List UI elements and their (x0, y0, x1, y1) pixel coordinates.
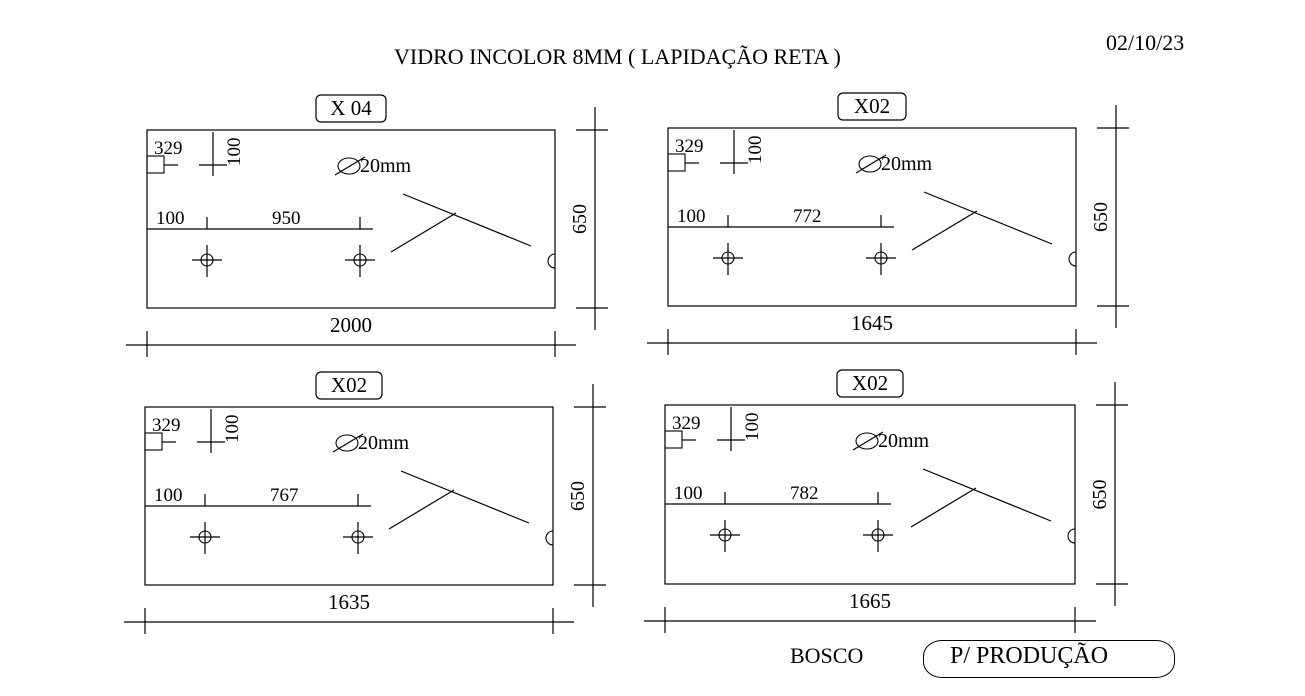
width-label: 1665 (849, 589, 891, 613)
glass-panel-outline (144, 406, 554, 586)
angled-line (922, 468, 1052, 522)
glass-piece-1: X 04 329 100 20mm 100 950 650 2000 (126, 94, 608, 357)
diameter-symbol (335, 434, 359, 452)
drawing-title: VIDRO INCOLOR 8MM ( LAPIDAÇÃO RETA ) (394, 44, 841, 69)
hole-marker (190, 522, 220, 554)
top-offset-label: 100 (742, 413, 763, 442)
glass-panel-outline (667, 127, 1077, 307)
edge-notch (1068, 251, 1077, 267)
quantity-label: X02 (331, 373, 367, 397)
quantity-badge (837, 92, 907, 121)
angled-line (400, 470, 530, 524)
hole-edge-distance-label: 100 (674, 483, 703, 504)
edge-notch (547, 253, 556, 269)
height-label: 650 (1089, 480, 1111, 510)
angled-line (910, 487, 977, 528)
top-offset-label: 100 (745, 136, 766, 165)
quantity-badge (315, 371, 383, 400)
diameter-symbol (855, 432, 879, 450)
status-label: P/ PRODUÇÃO (950, 643, 1109, 669)
angled-line (390, 212, 457, 253)
corner-offset-label: 329 (154, 138, 183, 159)
glass-piece-4: X02 329 100 20mm 100 782 650 1665 (644, 369, 1128, 633)
glass-piece-3: X02 329 100 20mm 100 767 650 1635 (124, 371, 606, 634)
hole-spacing-label: 772 (793, 206, 822, 227)
diameter-symbol-slash (855, 154, 887, 174)
hole-marker (713, 243, 743, 275)
quantity-label: X02 (852, 371, 888, 395)
diameter-symbol-slash (332, 433, 364, 453)
hole-marker (863, 520, 893, 552)
angled-line (911, 210, 978, 251)
client-name: BOSCO (790, 643, 864, 668)
hole-marker (345, 245, 375, 277)
hole-marker (343, 522, 373, 554)
hole-spacing-label: 950 (272, 208, 301, 229)
edge-notch (545, 530, 554, 546)
angled-line (923, 191, 1053, 245)
diameter-symbol (337, 157, 361, 175)
width-label: 1645 (851, 311, 893, 335)
corner-offset-label: 329 (672, 413, 701, 434)
glass-panel-outline (664, 404, 1076, 585)
quantity-badge (836, 369, 904, 398)
status-badge (923, 640, 1175, 678)
hole-marker (866, 243, 896, 275)
top-offset-label: 100 (222, 415, 243, 444)
glass-panel-outline (146, 129, 556, 309)
hole-edge-distance-label: 100 (156, 208, 185, 229)
hole-spacing-label: 767 (270, 485, 299, 506)
corner-offset-label: 329 (675, 136, 704, 157)
diameter-symbol-slash (852, 431, 884, 451)
quantity-label: X 04 (330, 96, 372, 120)
hole-edge-distance-label: 100 (677, 206, 706, 227)
height-label: 650 (569, 204, 591, 234)
height-label: 650 (1090, 202, 1112, 232)
top-offset-label: 100 (224, 138, 245, 167)
quantity-label: X02 (854, 94, 890, 118)
height-label: 650 (567, 481, 589, 511)
width-label: 2000 (330, 313, 372, 337)
hole-marker (710, 520, 740, 552)
hole-diameter-label: 20mm (360, 155, 412, 177)
hole-spacing-label: 782 (790, 483, 819, 504)
drawing-date: 02/10/23 (1106, 30, 1185, 55)
angled-line (402, 193, 532, 247)
width-label: 1635 (328, 590, 370, 614)
angled-line (388, 489, 455, 530)
glass-piece-2: X02 329 100 20mm 100 772 650 1645 (647, 92, 1129, 355)
hole-diameter-label: 20mm (878, 430, 930, 452)
hole-diameter-label: 20mm (358, 432, 410, 454)
edge-notch (1067, 528, 1076, 544)
hole-marker (192, 245, 222, 277)
corner-offset-label: 329 (152, 415, 181, 436)
diameter-symbol-slash (334, 156, 366, 176)
hole-diameter-label: 20mm (881, 153, 933, 175)
diameter-symbol (858, 155, 882, 173)
hole-edge-distance-label: 100 (154, 485, 183, 506)
quantity-badge (315, 94, 387, 123)
